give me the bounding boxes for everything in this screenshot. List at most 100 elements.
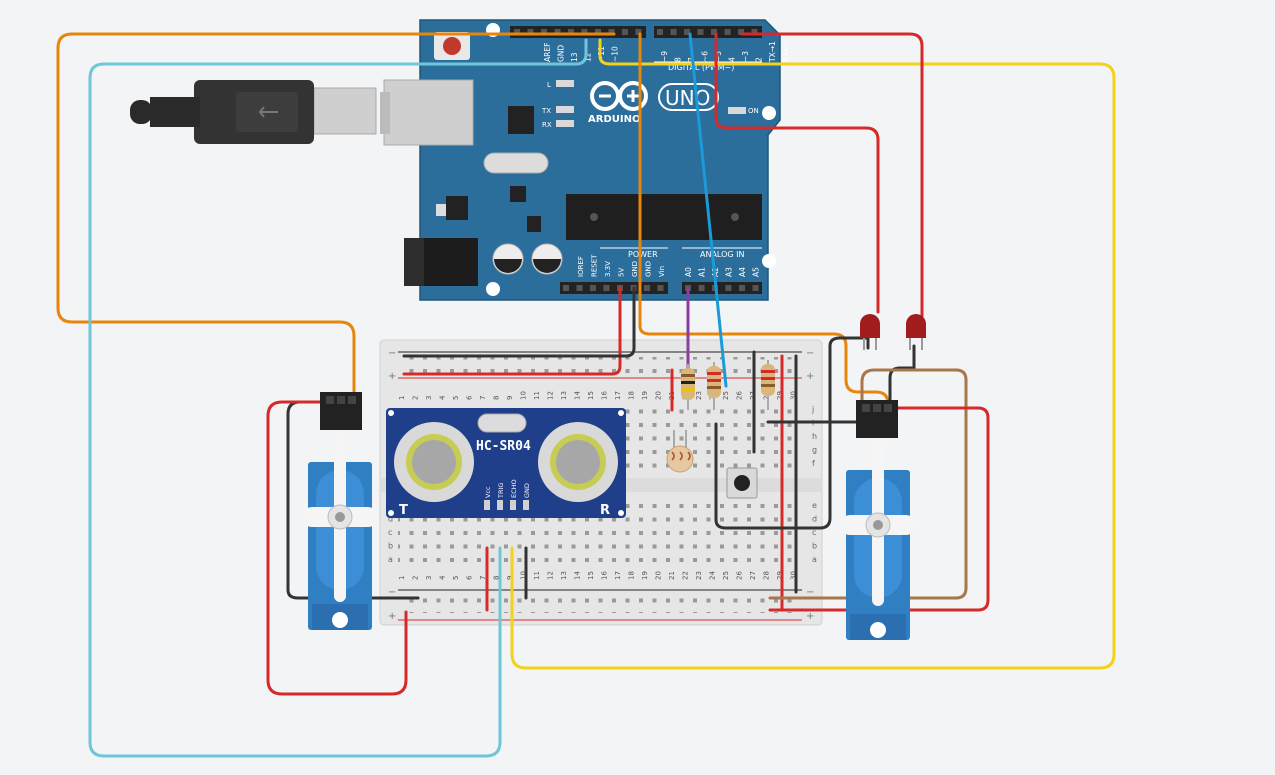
header-pin-hole[interactable]	[590, 285, 596, 291]
digital-pin-label: ~10	[611, 46, 620, 62]
column-label: 15	[587, 571, 595, 580]
digital-pin-label: RX←0	[782, 40, 791, 62]
digital-pin-label: 4	[728, 57, 737, 62]
header-pin-hole[interactable]	[554, 29, 561, 35]
digital-pin-label: ~9	[660, 51, 669, 62]
column-label: 16	[601, 391, 609, 400]
header-pin-hole[interactable]	[698, 285, 705, 291]
sensor-name: HC-SR04	[476, 439, 531, 454]
column-label: 12	[547, 571, 555, 580]
header-pin-hole[interactable]	[738, 29, 744, 35]
header-pin-hole[interactable]	[644, 285, 650, 291]
resistor-2[interactable]	[707, 362, 721, 410]
red-led-1[interactable]	[860, 314, 880, 350]
analog-label: ANALOG IN	[700, 250, 745, 259]
rail-plus-top: +	[388, 371, 396, 382]
header-pin-hole[interactable]	[697, 29, 704, 35]
reset-button-cap[interactable]	[443, 37, 461, 55]
column-label: 30	[790, 571, 798, 580]
header-pin-hole[interactable]	[657, 285, 664, 291]
sensor-pin-label: TRIG	[497, 483, 505, 499]
power-pin-label: Vin	[658, 266, 666, 277]
servo-right[interactable]	[840, 400, 916, 640]
header-pin-hole[interactable]	[739, 285, 745, 291]
header-pin-hole[interactable]	[541, 29, 547, 35]
sensor-pin-label: ECHO	[510, 479, 518, 498]
digital-label: DIGITAL (PWM~)	[668, 63, 734, 72]
header-pin-hole[interactable]	[568, 29, 574, 35]
digital-pin-label: 13	[570, 52, 579, 62]
sensor-pin[interactable]	[484, 500, 490, 510]
rx-label: RX	[542, 121, 552, 129]
row-label: e	[812, 501, 817, 510]
servo-left[interactable]	[302, 392, 378, 630]
sensor-pin[interactable]	[510, 500, 516, 510]
header-pin-hole[interactable]	[527, 29, 534, 35]
column-label: 26	[736, 571, 744, 580]
digital-pin-label: TX→1	[768, 41, 777, 63]
column-label: 20	[655, 571, 663, 580]
column-label: 25	[722, 571, 730, 580]
header-pin-hole[interactable]	[684, 29, 690, 35]
column-label: 27	[749, 571, 757, 580]
header-pin-hole[interactable]	[622, 29, 628, 35]
push-button[interactable]	[726, 467, 758, 499]
header-pin-hole[interactable]	[595, 29, 601, 35]
servo-left-hub-icon	[335, 512, 345, 522]
wire-red-led2	[740, 32, 924, 318]
column-label: 25	[722, 391, 730, 400]
rail-minus-bottom: −	[388, 587, 396, 598]
usb-cable[interactable]	[130, 80, 377, 144]
red-led-2[interactable]	[906, 314, 926, 350]
header-pin-hole[interactable]	[635, 29, 642, 35]
led-l-label: L	[547, 81, 551, 89]
header-pin-hole[interactable]	[670, 29, 677, 35]
header-pin-hole[interactable]	[576, 285, 583, 291]
on-label: ON	[748, 107, 759, 115]
column-label: 24	[709, 571, 717, 580]
header-pin-hole[interactable]	[603, 285, 610, 291]
sensor-pin[interactable]	[523, 500, 529, 510]
column-label: 7	[479, 396, 487, 400]
column-label: 5	[452, 576, 460, 580]
column-label: 18	[628, 391, 636, 400]
column-label: 14	[574, 391, 582, 400]
column-label: 17	[614, 391, 622, 400]
digital-pin-label: AREF	[543, 43, 552, 62]
column-label: 8	[493, 396, 501, 400]
sensor-pin[interactable]	[497, 500, 503, 510]
header-pin-hole[interactable]	[657, 29, 663, 35]
wire-yellow-echo	[510, 38, 1116, 670]
header-pin-hole[interactable]	[608, 29, 615, 35]
header-pin-hole[interactable]	[581, 29, 588, 35]
column-label: 13	[560, 391, 568, 400]
header-pin-hole[interactable]	[514, 29, 520, 35]
header-pin-hole[interactable]	[752, 285, 759, 291]
wire-blue-button	[688, 32, 728, 388]
digital-pin-label: 2	[755, 57, 764, 62]
header-pin-hole[interactable]	[725, 285, 732, 291]
header-pin-hole[interactable]	[711, 29, 717, 35]
row-label: h	[812, 432, 817, 441]
header-pin-hole[interactable]	[751, 29, 758, 35]
resistor-3[interactable]	[761, 360, 775, 410]
header-pin-hole[interactable]	[724, 29, 731, 35]
photoresistor[interactable]	[666, 430, 694, 473]
wire-brown-servo-right	[768, 368, 968, 600]
digital-header-right	[654, 26, 762, 38]
column-label: 3	[425, 396, 433, 400]
tx-label: TX	[541, 107, 551, 115]
rail-minus-top: −	[388, 348, 396, 359]
column-label: 16	[601, 571, 609, 580]
resistor-1[interactable]	[681, 364, 695, 410]
arduino-uno-board[interactable]: L TX RX ON ARDUINO UNO DIGITAL (PWM~) PO…	[380, 19, 791, 301]
sensor-pin-label: GND	[523, 483, 531, 498]
column-label: 13	[560, 571, 568, 580]
header-pin-hole[interactable]	[563, 285, 569, 291]
wires[interactable]	[56, 32, 1116, 758]
column-label: 30	[790, 391, 798, 400]
column-label: 18	[628, 571, 636, 580]
